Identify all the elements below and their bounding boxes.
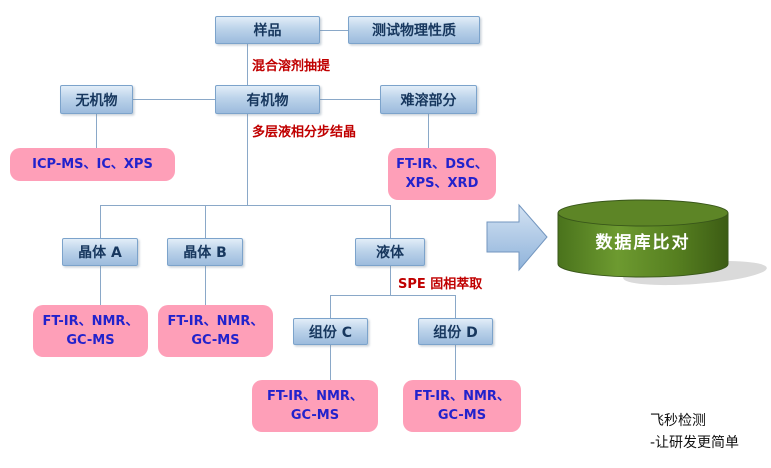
connector-split-bar (330, 295, 455, 296)
connector-split-component-d (455, 295, 456, 318)
node-component-c: 组份 C (293, 318, 368, 345)
connector-branch-crystal-b (205, 205, 206, 238)
analysis-crystal-b: FT-IR、NMR、 GC-MS (158, 305, 273, 357)
edge-label-spe-extraction: SPE 固相萃取 (398, 277, 483, 292)
connector-branch-liquid (390, 205, 391, 238)
analysis-inorganic: ICP-MS、IC、XPS (10, 148, 175, 181)
analysis-component-c: FT-IR、NMR、 GC-MS (252, 380, 378, 432)
connector-insoluble-analysis (428, 114, 429, 148)
node-inorganic: 无机物 (60, 85, 133, 114)
connector-inorganic-organic (133, 99, 215, 100)
database-label: 数据库比对 (595, 233, 691, 253)
right-arrow-icon (486, 203, 548, 272)
analysis-line: XPS、XRD (405, 176, 479, 191)
node-physical-test: 测试物理性质 (348, 16, 480, 44)
watermark: 飞秒检测 -让研发更简单 (650, 410, 739, 454)
analysis-line: GC-MS (437, 408, 487, 423)
node-liquid: 液体 (355, 238, 425, 266)
analysis-line: ICP-MS、IC、XPS (32, 157, 153, 172)
watermark-line1: 飞秒检测 (650, 413, 706, 429)
database-cylinder-body (557, 212, 729, 278)
watermark-line2: -让研发更简单 (650, 435, 740, 451)
analysis-component-d: FT-IR、NMR、 GC-MS (403, 380, 521, 432)
analysis-line: GC-MS (66, 333, 115, 348)
node-component-d: 组份 D (418, 318, 493, 345)
connector-branch-bar (100, 205, 390, 206)
analysis-line: GC-MS (191, 333, 240, 348)
analysis-crystal-a: FT-IR、NMR、 GC-MS (33, 305, 148, 357)
node-insoluble: 难溶部分 (380, 85, 477, 114)
connector-inorganic-analysis (96, 114, 97, 148)
analysis-insoluble: FT-IR、DSC、 XPS、XRD (388, 148, 496, 200)
analysis-line: FT-IR、NMR、 (414, 389, 510, 404)
analysis-line: FT-IR、NMR、 (267, 389, 363, 404)
connector-branch-crystal-a (100, 205, 101, 238)
connector-split-component-c (330, 295, 331, 318)
node-organic: 有机物 (215, 85, 320, 114)
node-crystal-b: 晶体 B (167, 238, 243, 266)
connector-sample-physical (320, 30, 348, 31)
node-sample: 样品 (215, 16, 320, 44)
connector-crystal-b-analysis (205, 266, 206, 305)
edge-label-solvent-extraction: 混合溶剂抽提 (252, 59, 331, 74)
analysis-line: FT-IR、DSC、 (396, 157, 488, 172)
connector-organic-branch (247, 114, 248, 205)
connector-component-d-analysis (455, 345, 456, 380)
arrow-and-database-art (486, 199, 767, 286)
analysis-line: FT-IR、NMR、 (42, 314, 139, 329)
connector-component-c-analysis (330, 345, 331, 380)
connector-liquid-split (390, 266, 391, 295)
database-cylinder-top (557, 199, 729, 227)
analysis-line: GC-MS (290, 408, 340, 423)
connector-sample-organic (247, 44, 248, 85)
node-crystal-a: 晶体 A (62, 238, 138, 266)
edge-label-fractional-crystallization: 多层液相分步结晶 (252, 125, 357, 140)
connector-crystal-a-analysis (100, 266, 101, 305)
analysis-line: FT-IR、NMR、 (167, 314, 264, 329)
connector-organic-insoluble (320, 99, 380, 100)
